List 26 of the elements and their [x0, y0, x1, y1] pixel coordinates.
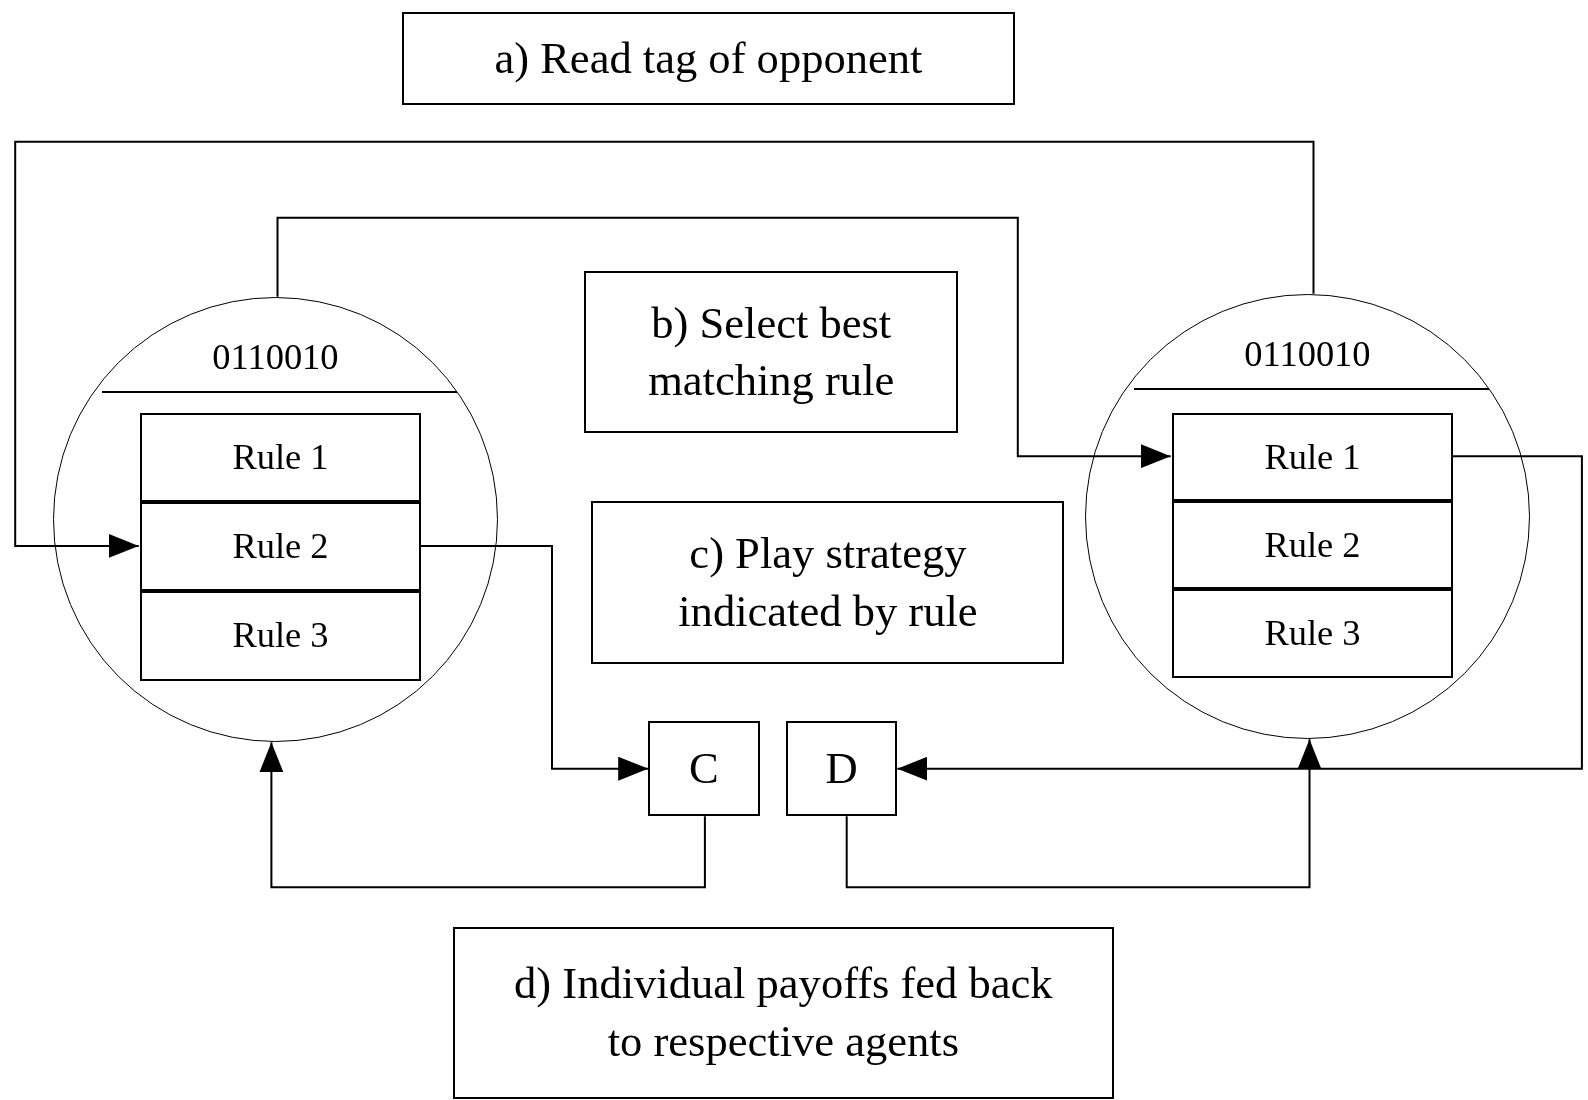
process-box: [648, 721, 760, 817]
node-label: C: [689, 741, 719, 795]
node-label: c) Play strategy indicated by rule: [677, 526, 979, 638]
arrow: [276, 216, 1172, 469]
node-label: Rule 2: [1264, 523, 1361, 567]
node-label: Rule 1: [232, 436, 329, 480]
arrow: [14, 140, 1315, 558]
node-label: d) Individual payoffs fed back to respective agents: [513, 956, 1054, 1068]
node-label: Rule 2: [232, 525, 329, 569]
arrow: [845, 738, 1322, 889]
process-box: [452, 926, 1114, 1099]
arrow: [419, 544, 650, 781]
tag-code: 0110010: [1243, 333, 1372, 377]
process-box: [785, 721, 898, 817]
arrow: [259, 741, 706, 889]
node-label: Rule 3: [232, 614, 329, 658]
tag-code: 0110010: [211, 336, 340, 380]
process-box: [591, 501, 1065, 665]
node-label: D: [825, 741, 858, 795]
node-label: Rule 1: [1264, 435, 1361, 479]
arrow: [896, 455, 1583, 781]
process-box: [402, 12, 1015, 106]
process-box: [584, 271, 959, 434]
node-label: Rule 3: [1264, 611, 1361, 655]
node-label: a) Read tag of opponent: [494, 31, 923, 85]
node-label: b) Select best matching rule: [647, 296, 896, 408]
